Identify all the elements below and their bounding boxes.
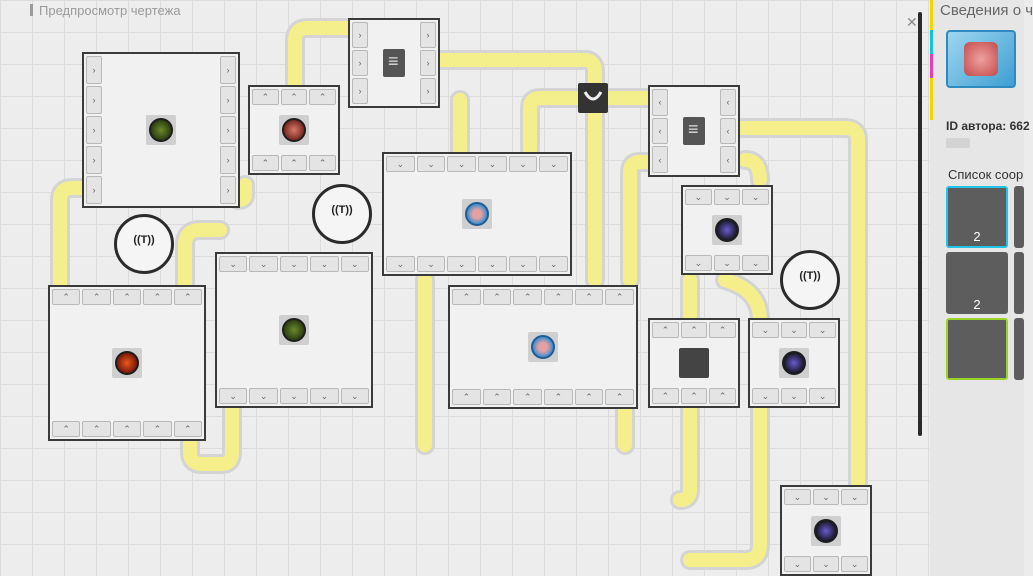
relay-tower-icon[interactable] xyxy=(114,214,174,274)
structure-tile-5[interactable] xyxy=(1014,252,1024,314)
crystal-item-icon xyxy=(782,351,806,375)
panel-title: Сведения о ч xyxy=(940,2,1033,19)
structure-list-label: Список соор xyxy=(948,167,1024,182)
machine-11[interactable]: ⌄⌄⌄ ⌄⌄⌄ xyxy=(748,318,840,408)
crystal-item-icon xyxy=(715,218,739,242)
machine-9[interactable]: ⌃⌃⌃⌃⌃⌃ ⌃⌃⌃⌃⌃⌃ xyxy=(448,285,638,409)
machine-2[interactable]: ⌃⌃⌃ ⌃⌃⌃ xyxy=(248,85,340,175)
herb-item-icon xyxy=(149,118,173,142)
relay-tower-icon[interactable] xyxy=(312,184,372,244)
item-slot xyxy=(779,348,809,378)
close-icon[interactable]: ✕ xyxy=(906,14,918,30)
structure-tile-2[interactable]: 2 xyxy=(946,252,1008,314)
structure-tile-4[interactable] xyxy=(1014,186,1024,248)
item-slot xyxy=(279,115,309,145)
title-marker xyxy=(30,4,33,16)
title-text: Предпросмотр чертежа xyxy=(39,3,181,18)
storage-doc-icon xyxy=(383,49,405,77)
structure-tile-6[interactable] xyxy=(1014,318,1024,380)
herb-item-icon xyxy=(282,318,306,342)
tile-count: 2 xyxy=(973,297,981,312)
structure-tile-3[interactable] xyxy=(946,318,1008,380)
item-slot xyxy=(528,332,558,362)
item-slot xyxy=(811,515,841,546)
empty-slot-icon xyxy=(679,348,709,378)
machine-7[interactable]: ⌃⌃⌃⌃⌃ ⌃⌃⌃⌃⌃ xyxy=(48,285,206,441)
author-id-label: ID автора: 662 xyxy=(946,119,1030,133)
scrollbar[interactable] xyxy=(918,12,922,436)
machine-10[interactable]: ⌃⌃⌃ ⌃⌃⌃ xyxy=(648,318,740,408)
blueprint-thumbnail[interactable] xyxy=(946,30,1016,88)
machine-1[interactable]: ››››› ››››› xyxy=(82,52,240,208)
machine-4[interactable]: ⌄⌄⌄⌄⌄⌄ ⌄⌄⌄⌄⌄⌄ xyxy=(382,152,572,276)
fruit-item-icon xyxy=(115,351,139,375)
machine-12[interactable]: ⌄⌄⌄ ⌄⌄⌄ xyxy=(780,485,872,576)
storage-doc-icon xyxy=(683,117,705,145)
meat-item-icon xyxy=(282,118,306,142)
author-id-copy-button[interactable] xyxy=(946,138,970,148)
card-item-icon xyxy=(465,202,489,226)
crystal-item-icon xyxy=(814,518,838,543)
conveyor-belts xyxy=(50,18,868,570)
item-slot xyxy=(146,115,176,145)
item-slot xyxy=(712,215,742,245)
machine-5[interactable]: ‹‹‹ ‹‹‹ xyxy=(648,85,740,177)
color-strip xyxy=(930,0,933,120)
card-item-icon xyxy=(531,335,555,359)
machine-ports-right: ››››› xyxy=(220,56,236,204)
item-slot xyxy=(279,315,309,345)
relay-tower-icon[interactable] xyxy=(780,250,840,310)
machine-6[interactable]: ⌄⌄⌄ ⌄⌄⌄ xyxy=(681,185,773,275)
item-slot xyxy=(112,348,142,378)
blueprint-preview-title: Предпросмотр чертежа xyxy=(30,3,181,18)
item-slot xyxy=(462,199,492,229)
machine-3[interactable]: ››› ››› xyxy=(348,18,440,108)
machine-ports-left: ››››› xyxy=(86,56,102,204)
tile-count: 2 xyxy=(973,229,981,244)
structure-tile-1[interactable]: 2 xyxy=(946,186,1008,248)
machine-8[interactable]: ⌄⌄⌄⌄⌄ ⌄⌄⌄⌄⌄ xyxy=(215,252,373,408)
